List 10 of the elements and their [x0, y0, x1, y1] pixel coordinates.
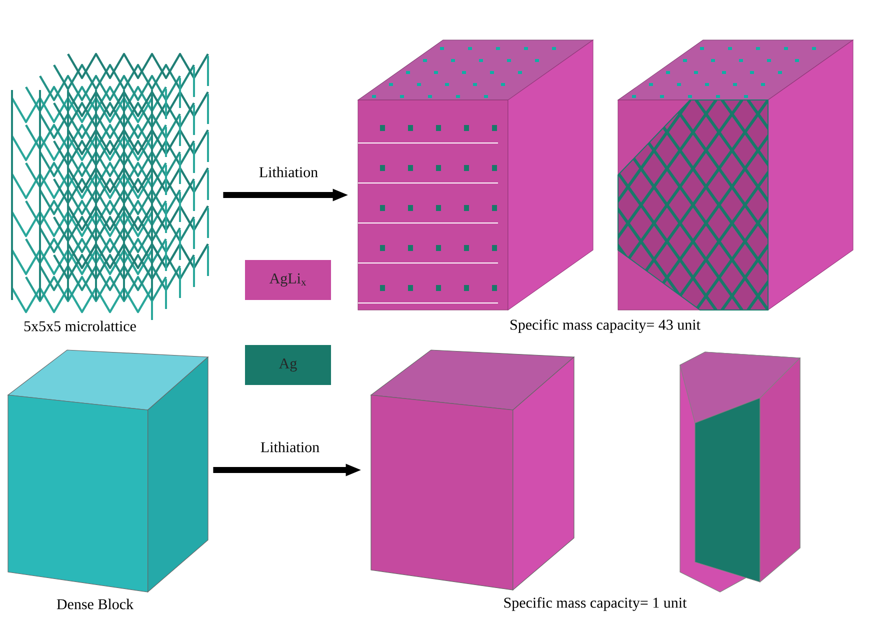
lattice-drawing: [618, 40, 854, 310]
lattice-drawing: [11, 52, 209, 320]
cube-drawing: [680, 352, 801, 592]
caption-text: Specific mass capacity= 43 unit: [510, 319, 700, 333]
lattice-drawing: [358, 40, 594, 310]
edge-label: Lithiation: [260, 442, 320, 452]
edge-label: Lithiation: [259, 166, 318, 178]
caption-text: 5x5x5 microlattice: [24, 320, 136, 332]
caption-text: Specific mass capacity= 1 unit: [504, 597, 687, 611]
caption-text: Dense Block: [56, 598, 134, 610]
